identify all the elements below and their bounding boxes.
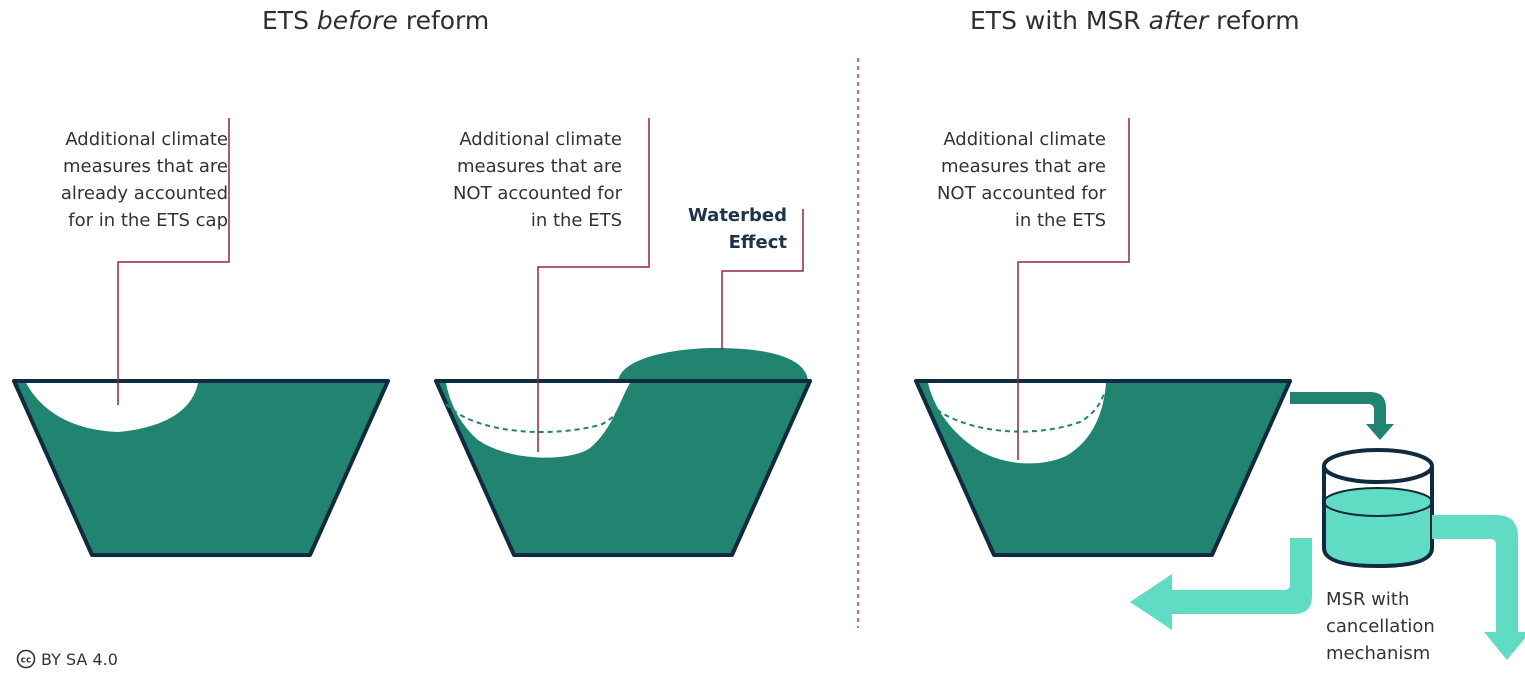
label-line: Additional climate <box>943 129 1106 150</box>
license-badge: cc BY SA 4.0 <box>16 649 118 669</box>
cc-icon: cc <box>16 649 36 669</box>
label-line: cancellation <box>1326 616 1435 637</box>
label-line: NOT accounted for <box>452 183 622 204</box>
former-level-dashed <box>445 401 625 434</box>
basin-msr <box>914 118 1394 557</box>
release-arrow <box>1130 538 1312 630</box>
label-line: measures that are <box>63 156 228 177</box>
callout-line-waterbed <box>721 209 804 350</box>
label-line: MSR with <box>1326 589 1410 610</box>
label-line: measures that are <box>941 156 1106 177</box>
label-line: in the ETS <box>1014 210 1106 231</box>
callout-line <box>1017 118 1130 460</box>
waterbed-bulge <box>618 348 808 381</box>
label-line: Effect <box>728 232 787 253</box>
label-waterbed-effect: Waterbed Effect <box>688 202 787 256</box>
label-not-accounted-after: Additional climate measures that are NOT… <box>937 126 1106 234</box>
title-left-em: before <box>316 6 398 35</box>
callout-line <box>537 118 650 452</box>
license-text: BY SA 4.0 <box>41 649 118 669</box>
label-msr-cancellation: MSR with cancellation mechanism <box>1326 586 1435 667</box>
title-right-pre: ETS with MSR <box>970 6 1149 35</box>
former-level-dashed <box>929 393 1105 433</box>
label-line: measures that are <box>457 156 622 177</box>
label-line: in the ETS <box>530 210 622 231</box>
callout-line <box>117 118 230 405</box>
msr-reservoir <box>1322 448 1434 569</box>
label-line: for in the ETS cap <box>68 210 228 231</box>
label-already-accounted: Additional climate measures that are alr… <box>61 126 228 234</box>
label-not-accounted-before: Additional climate measures that are NOT… <box>453 126 622 234</box>
title-after-reform: ETS with MSR after reform <box>970 6 1300 35</box>
svg-text:cc: cc <box>21 656 32 666</box>
title-before-reform: ETS before reform <box>262 6 489 35</box>
basin-accounted <box>12 118 390 557</box>
title-right-post: reform <box>1208 6 1300 35</box>
label-line: mechanism <box>1326 643 1431 664</box>
label-line: Additional climate <box>459 129 622 150</box>
cancellation-arrow <box>1432 515 1525 660</box>
label-line: Additional climate <box>65 129 228 150</box>
label-line: NOT accounted for <box>936 183 1106 204</box>
title-right-em: after <box>1148 6 1209 35</box>
basin-not-accounted <box>434 118 812 557</box>
label-line: Waterbed <box>687 205 787 226</box>
abatement-hole <box>928 383 1106 464</box>
title-left-post: reform <box>397 6 490 35</box>
outflow-arrow <box>1290 392 1394 440</box>
title-left-pre: ETS <box>262 6 317 35</box>
label-line: already accounted <box>60 183 228 204</box>
abatement-hole <box>26 383 198 432</box>
